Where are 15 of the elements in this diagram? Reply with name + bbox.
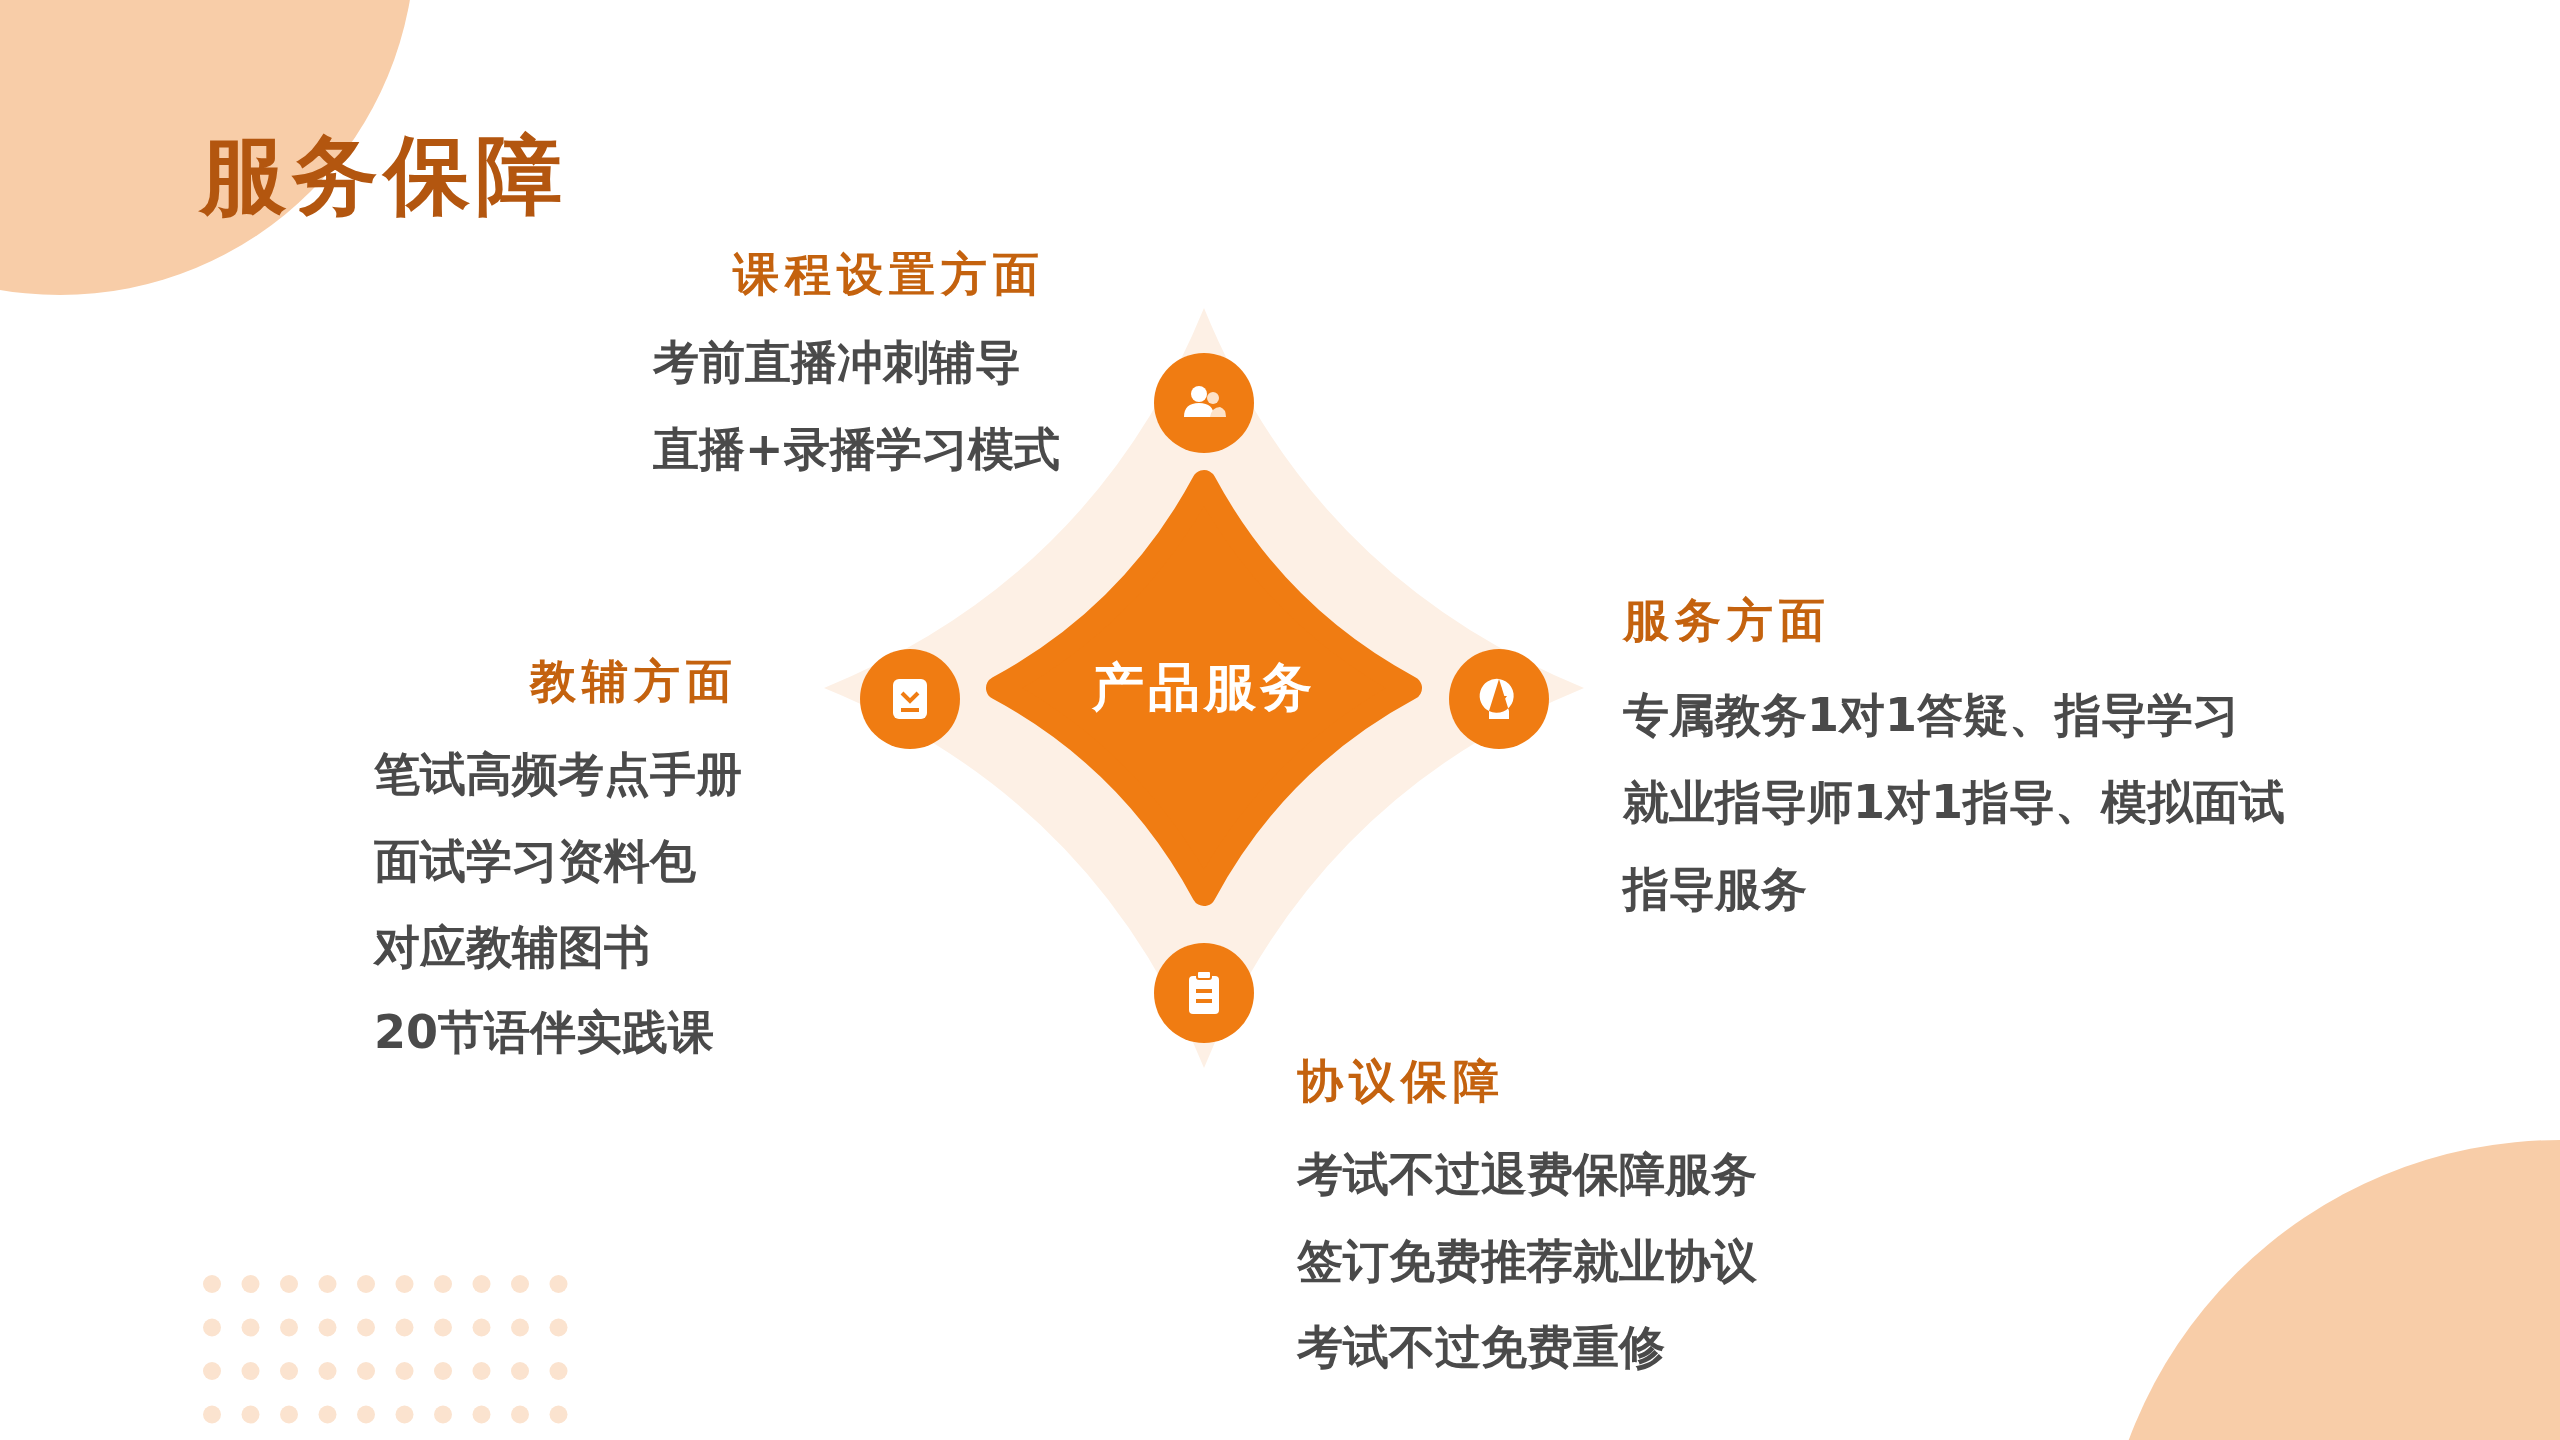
list-item: 考前直播冲刺辅导 xyxy=(653,334,1021,391)
list-item: 20节语伴实践课 xyxy=(374,1004,714,1061)
section-heading: 服务方面 xyxy=(1623,592,1831,649)
list-item: 专属教务1对1答疑、指导学习 xyxy=(1623,687,2239,744)
list-item: 面试学习资料包 xyxy=(374,833,696,890)
list-item: 签订免费推荐就业协议 xyxy=(1297,1233,1757,1290)
list-item: 考试不过退费保障服务 xyxy=(1297,1146,1757,1203)
section-heading: 课程设置方面 xyxy=(733,246,1045,303)
list-item: 考试不过免费重修 xyxy=(1297,1319,1665,1376)
section-heading: 教辅方面 xyxy=(530,653,738,710)
page-title: 服务保障 xyxy=(200,125,568,225)
list-item: 对应教辅图书 xyxy=(374,919,650,976)
list-item: 就业指导师1对1指导、模拟面试指导服务 xyxy=(1623,773,2286,918)
list-item: 笔试高频考点手册 xyxy=(374,746,742,803)
section-heading: 协议保障 xyxy=(1297,1053,1505,1110)
